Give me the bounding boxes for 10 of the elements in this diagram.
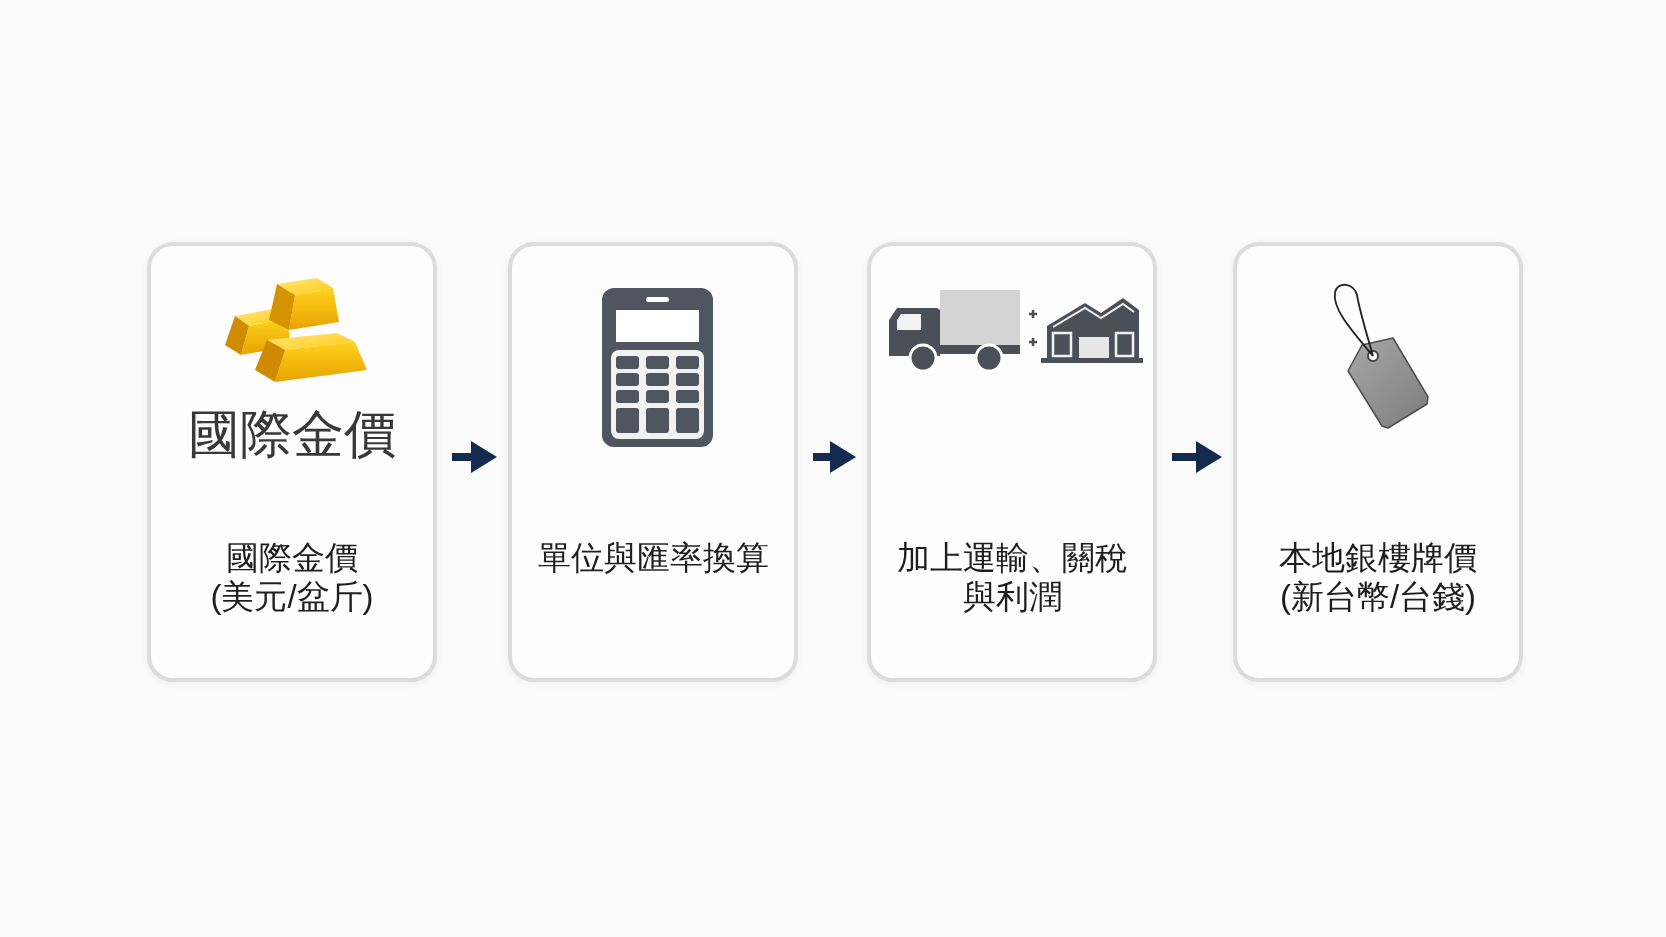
step-label: 加上運輸、關稅與利潤 bbox=[895, 538, 1129, 616]
step-card bbox=[147, 242, 437, 682]
step-label: 單位與匯率換算 bbox=[536, 538, 770, 577]
card-title: 國際金價 bbox=[187, 404, 397, 465]
arrow bbox=[813, 441, 856, 473]
step-card bbox=[508, 242, 798, 682]
step-card bbox=[867, 242, 1157, 682]
step-label: 國際金價(美元/盆斤) bbox=[209, 538, 375, 616]
step-label: 本地銀樓牌價(新台幣/台錢) bbox=[1278, 538, 1478, 616]
step-card bbox=[1233, 242, 1523, 682]
